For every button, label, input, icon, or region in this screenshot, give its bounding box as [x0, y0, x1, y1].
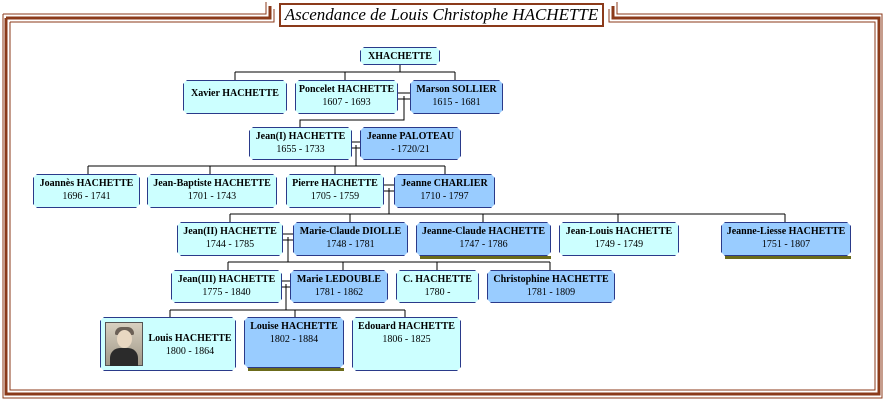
person-box-marie-ledouble[interactable]: Marie LEDOUBLE 1781 - 1862 [290, 270, 388, 303]
person-name: Jeanne-Liesse HACHETTE [726, 226, 846, 237]
portrait-icon [105, 322, 143, 366]
person-dates: 1781 - 1862 [314, 287, 364, 298]
person-name: Jean(III) HACHETTE [177, 274, 276, 285]
person-name: Xavier HACHETTE [191, 88, 279, 99]
person-dates: 1655 - 1733 [276, 144, 325, 155]
chart-title: Ascendance de Louis Christophe HACHETTE [279, 3, 604, 27]
person-dates: 1806 - 1825 [382, 334, 431, 345]
person-dates: 1701 - 1743 [187, 191, 237, 202]
person-dates: 1748 - 1781 [326, 239, 375, 250]
person-dates: - 1720/21 [391, 144, 430, 155]
person-box-edouard[interactable]: Edouard HACHETTE 1806 - 1825 [352, 317, 461, 371]
person-box-jeanne-paloteau[interactable]: Jeanne PALOTEAU - 1720/21 [360, 127, 461, 160]
person-name: Louise HACHETTE [250, 321, 338, 332]
person-dates: 1744 - 1785 [205, 239, 255, 250]
person-name: Jeanne CHARLIER [401, 178, 488, 189]
person-dates: 1747 - 1786 [459, 239, 508, 250]
person-dates: 1751 - 1807 [761, 239, 811, 250]
person-name: Pierre HACHETTE [292, 178, 378, 189]
person-dates: 1781 - 1809 [526, 287, 576, 298]
box-shadow [725, 256, 851, 259]
person-box-jean1[interactable]: Jean(I) HACHETTE 1655 - 1733 [249, 127, 352, 160]
person-name: Marie-Claude DIOLLE [299, 226, 402, 237]
person-dates: 1607 - 1693 [322, 97, 371, 108]
person-box-c-hachette[interactable]: C. HACHETTE 1780 - [396, 270, 479, 303]
person-name: Louis HACHETTE [148, 333, 232, 344]
person-box-jean-baptiste[interactable]: Jean-Baptiste HACHETTE 1701 - 1743 [147, 174, 277, 208]
person-box-marie-claude[interactable]: Marie-Claude DIOLLE 1748 - 1781 [293, 222, 408, 256]
person-box-jean3[interactable]: Jean(III) HACHETTE 1775 - 1840 [171, 270, 282, 303]
person-dates: 1705 - 1759 [310, 191, 360, 202]
person-name: Jean-Louis HACHETTE [565, 226, 673, 237]
person-box-christophine[interactable]: Christophine HACHETTE 1781 - 1809 [487, 270, 615, 303]
person-box-jeanne-charlier[interactable]: Jeanne CHARLIER 1710 - 1797 [394, 174, 495, 208]
person-name: Marson SOLLIER [416, 84, 497, 95]
person-name: Marie LEDOUBLE [296, 274, 382, 285]
person-box-louise[interactable]: Louise HACHETTE 1802 - 1884 [244, 317, 344, 368]
person-dates: 1710 - 1797 [420, 191, 469, 202]
person-box-poncelet[interactable]: Poncelet HACHETTE 1607 - 1693 [295, 80, 398, 114]
person-name: Edouard HACHETTE [358, 321, 455, 332]
person-box-jeanne-claude[interactable]: Jeanne-Claude HACHETTE 1747 - 1786 [416, 222, 551, 256]
person-dates: 1615 - 1681 [432, 97, 481, 108]
person-name: Poncelet HACHETTE [298, 84, 395, 95]
person-box-marson[interactable]: Marson SOLLIER 1615 - 1681 [410, 80, 503, 114]
person-dates: 1749 - 1749 [594, 239, 644, 250]
person-dates: 1696 - 1741 [62, 191, 111, 202]
person-name: Jean(I) HACHETTE [255, 131, 346, 142]
person-box-xhachette[interactable]: XHACHETTE [360, 47, 440, 65]
person-name: Jean(II) HACHETTE [183, 226, 277, 237]
person-box-jean2[interactable]: Jean(II) HACHETTE 1744 - 1785 [177, 222, 283, 256]
person-name: Joannès HACHETTE [39, 178, 134, 189]
box-shadow [248, 368, 344, 371]
person-name: XHACHETTE [368, 51, 432, 62]
box-shadow [420, 256, 551, 259]
person-name: Jeanne PALOTEAU [366, 131, 455, 142]
person-name: Jeanne-Claude HACHETTE [421, 226, 546, 237]
person-dates: 1800 - 1864 [165, 346, 215, 357]
person-name: Jean-Baptiste HACHETTE [153, 178, 271, 189]
person-dates: 1775 - 1840 [202, 287, 251, 298]
person-box-pierre[interactable]: Pierre HACHETTE 1705 - 1759 [286, 174, 384, 208]
person-name: Christophine HACHETTE [493, 274, 609, 285]
person-box-jean-louis[interactable]: Jean-Louis HACHETTE 1749 - 1749 [559, 222, 679, 256]
person-dates: 1780 - [424, 287, 451, 298]
person-box-xavier[interactable]: Xavier HACHETTE [183, 80, 287, 114]
person-box-joannes[interactable]: Joannès HACHETTE 1696 - 1741 [33, 174, 140, 208]
person-box-jeanne-liesse[interactable]: Jeanne-Liesse HACHETTE 1751 - 1807 [721, 222, 851, 256]
person-dates: 1802 - 1884 [269, 334, 319, 345]
person-name: C. HACHETTE [403, 274, 472, 285]
